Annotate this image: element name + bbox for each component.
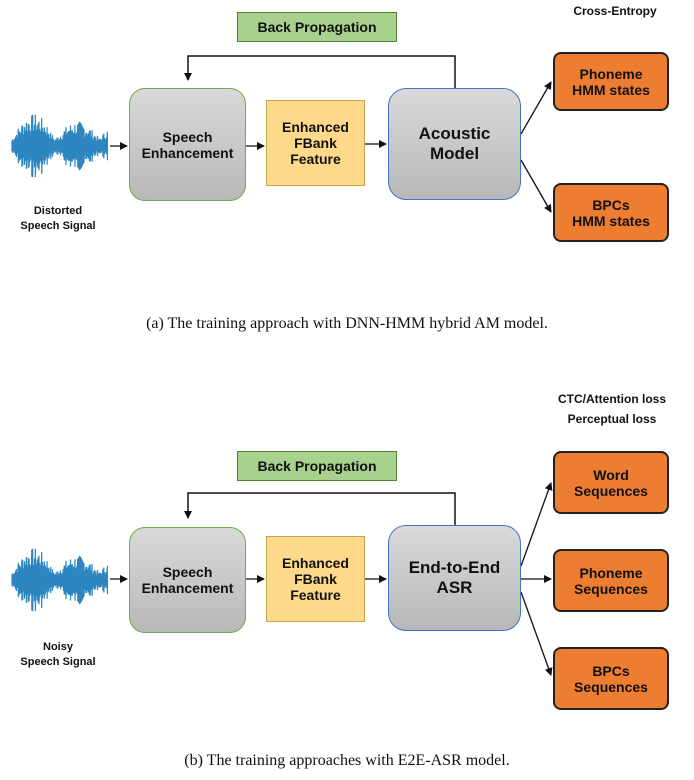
top-out1-line-2: HMM states [572, 81, 650, 98]
bottom-arrow-out-3 [520, 591, 553, 676]
top-arrow-out-1 [520, 81, 552, 135]
top-fbank-line-2: FBank [294, 135, 337, 151]
top-fbank-box: Enhanced FBank Feature [266, 100, 365, 186]
bottom-input-line-2: Speech Signal [20, 656, 96, 668]
bottom-model-line-2: ASR [436, 578, 473, 597]
bottom-se-line-1: Speech [162, 564, 213, 580]
top-out1-line-1: Phoneme [579, 65, 643, 82]
top-input-label: Distorted Speech Signal [4, 204, 112, 234]
bottom-out3-line-1: BPCs [592, 662, 630, 679]
bottom-model-line-1: End-to-End [408, 558, 501, 577]
top-input-line-2: Speech Signal [20, 220, 96, 232]
top-input-line-1: Distorted [33, 205, 83, 217]
top-arrow-out-2 [520, 159, 552, 213]
bottom-backprop-label: Back Propagation [257, 458, 377, 474]
top-fbank-line-1: Enhanced [282, 119, 349, 135]
top-out2-line-1: BPCs [592, 196, 630, 213]
top-out2-line-2: HMM states [572, 212, 650, 229]
bottom-input-label: Noisy Speech Signal [4, 640, 112, 670]
bottom-out1-line-2: Sequences [574, 482, 648, 499]
bottom-fbank-box: Enhanced FBank Feature [266, 536, 365, 622]
bottom-loss-line-2: Perceptual loss [567, 412, 657, 426]
bottom-waveform-icon [11, 548, 108, 612]
bottom-e2e-asr-box: End-to-End ASR [388, 525, 521, 631]
top-backprop-box: Back Propagation [237, 12, 397, 42]
top-waveform-icon [11, 114, 108, 178]
bottom-fbank-line-3: Feature [290, 587, 341, 603]
top-speech-enhancement-box: Speech Enhancement [129, 88, 246, 201]
bottom-out2-line-2: Sequences [574, 580, 648, 597]
bottom-out1-line-1: Word [593, 466, 629, 483]
top-model-line-1: Acoustic [418, 124, 491, 143]
bottom-loss-label: CTC/Attention loss Perceptual loss [538, 389, 686, 429]
top-se-line-2: Enhancement [141, 144, 234, 161]
top-se-line-1: Speech [162, 128, 213, 145]
top-backprop-loop [184, 55, 456, 88]
top-backprop-label: Back Propagation [257, 19, 377, 35]
bottom-output-bpcs-box: BPCs Sequences [553, 647, 669, 710]
top-acoustic-model-box: Acoustic Model [388, 88, 521, 200]
bottom-output-phoneme-box: Phoneme Sequences [553, 549, 669, 612]
bottom-backprop-box: Back Propagation [237, 451, 397, 481]
top-caption: (a) The training approach with DNN-HMM h… [146, 315, 548, 332]
bottom-output-word-box: Word Sequences [553, 451, 669, 514]
bottom-out3-line-2: Sequences [574, 678, 648, 695]
top-loss-label: Cross-Entropy [573, 4, 657, 18]
bottom-out2-line-1: Phoneme [579, 564, 643, 581]
bottom-input-line-1: Noisy [43, 641, 73, 653]
bottom-se-line-2: Enhancement [141, 580, 234, 596]
bottom-fbank-line-2: FBank [294, 571, 337, 587]
bottom-fbank-line-1: Enhanced [282, 555, 349, 571]
bottom-speech-enhancement-box: Speech Enhancement [129, 527, 246, 633]
top-output-phoneme-box: Phoneme HMM states [553, 52, 669, 111]
top-output-bpcs-box: BPCs HMM states [553, 183, 669, 242]
bottom-caption: (b) The training approaches with E2E-ASR… [184, 752, 510, 769]
top-model-line-2: Model [429, 144, 480, 163]
bottom-arrow-out-1 [520, 482, 553, 567]
top-fbank-line-3: Feature [290, 151, 341, 167]
bottom-loss-line-1: CTC/Attention loss [558, 392, 666, 406]
bottom-backprop-loop [184, 492, 456, 525]
